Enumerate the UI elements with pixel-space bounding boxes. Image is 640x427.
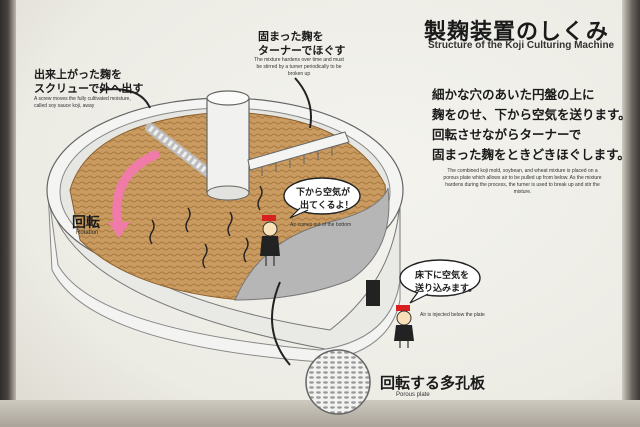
plate-label-english: Porous plate: [396, 392, 430, 398]
plate-label: 回転する多孔板: [380, 374, 486, 392]
description-line1: 細かな穴のあいた円盤の上に: [432, 87, 595, 102]
screw-label-line2: スクリューで外へ出す: [34, 82, 144, 95]
screw-label-english: A screw moves the fully cultivated moist…: [34, 96, 131, 109]
air-flow-arrows: [149, 185, 263, 269]
air-below-line1: 床下に空気を: [415, 271, 470, 281]
screw-pointer-arrow: [99, 88, 151, 109]
title-japanese: 製麹装置のしくみ: [424, 20, 609, 45]
rotation-label-english: Rotation: [76, 230, 99, 236]
description-line3: 回転させながらターナーで: [432, 127, 582, 142]
screw: [145, 123, 220, 183]
plate-area: [234, 187, 390, 301]
character-girl-1: [260, 215, 280, 266]
description-line4: 固まった麹をときどきほぐします。: [432, 147, 630, 162]
plate-pointer-arrow: [271, 281, 291, 366]
porous-plate-icon: [305, 349, 371, 415]
rotation-arrow: [112, 150, 160, 230]
speech-bubble-air-below: [399, 259, 481, 304]
rotation-label: 回転: [72, 215, 100, 231]
screw-label-line1: 出来上がった麹を: [34, 68, 122, 81]
air-up-english: Air comes out of the bottom: [290, 222, 352, 228]
speech-bubble-air-up: [283, 177, 361, 219]
turner-arm: [247, 131, 350, 176]
central-column: [206, 90, 250, 201]
turner-label-line1: 固まった麹を: [258, 30, 324, 43]
title-english: Structure of the Koji Culturing Machine: [428, 40, 615, 51]
outlet-window: [366, 280, 380, 306]
air-below-english: Air is injected below the plate: [420, 312, 485, 318]
turner-label-line2: ターナーでほぐす: [258, 44, 346, 57]
air-below-line2: 送り込みます。: [415, 284, 478, 294]
description-english: The combined koji mold, soybean, and whe…: [443, 168, 602, 195]
character-girl-2: [394, 305, 414, 348]
turner-label-english: The mixture hardens over time and must b…: [254, 57, 344, 77]
air-up-line2: 出てくるよ！: [300, 201, 354, 211]
description-line2: 麹をのせ、下から空気を送ります。: [432, 107, 631, 122]
air-up-line1: 下から空気が: [296, 188, 351, 198]
turner-pointer-arrow: [294, 77, 312, 129]
